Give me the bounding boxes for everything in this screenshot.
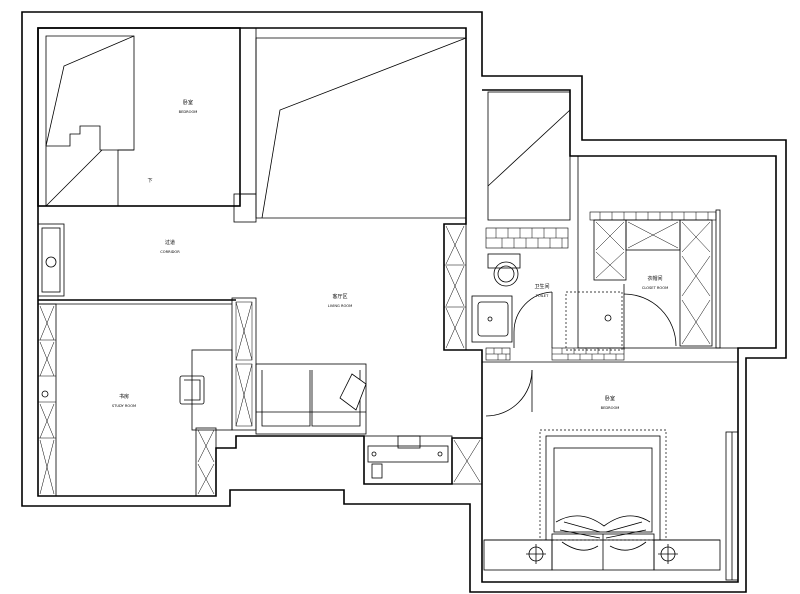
room-sub: TOILET	[535, 294, 549, 298]
room-name: 客厅区	[332, 293, 347, 300]
bathroom-brick-wall	[485, 227, 625, 361]
room-label-bedroom-upper: 卧室 BEDROOM	[179, 99, 198, 114]
room-name: 过道	[165, 239, 175, 246]
room-label-stairs: 下	[147, 178, 152, 184]
room-name: 书房	[119, 393, 129, 400]
study-wardrobe	[38, 305, 56, 495]
room-name: 衣帽间	[647, 275, 662, 282]
room-sub: CLOSET ROOM	[642, 286, 668, 290]
outer-wall	[21, 11, 787, 593]
room-label-bathroom: 卫生间 TOILET	[534, 283, 549, 298]
room-name: 卧室	[183, 99, 193, 106]
room-name: 卧室	[605, 395, 615, 402]
room-label-master: 卧室 BEDROOM	[601, 395, 620, 410]
inner-wall	[37, 27, 483, 497]
room-name: 卫生间	[534, 283, 549, 290]
room-label-closet: 衣帽间 CLOSET ROOM	[642, 275, 668, 290]
bedroom-upper-wall	[37, 27, 241, 207]
room-sub: STUDY ROOM	[112, 404, 136, 408]
room-label-living: 客厅区 LIVING ROOM	[328, 293, 352, 308]
room-label-hallway: 过道 CORRIDOR	[160, 239, 180, 254]
room-sub: LIVING ROOM	[328, 304, 352, 308]
room-name: 下	[147, 178, 152, 184]
master-bed	[483, 429, 721, 571]
room-sub: CORRIDOR	[160, 250, 180, 254]
room-sub: BEDROOM	[179, 110, 198, 114]
room-sub: BEDROOM	[601, 406, 620, 410]
closet-cabinets	[589, 209, 721, 349]
room-label-study: 书房 STUDY ROOM	[112, 393, 136, 408]
